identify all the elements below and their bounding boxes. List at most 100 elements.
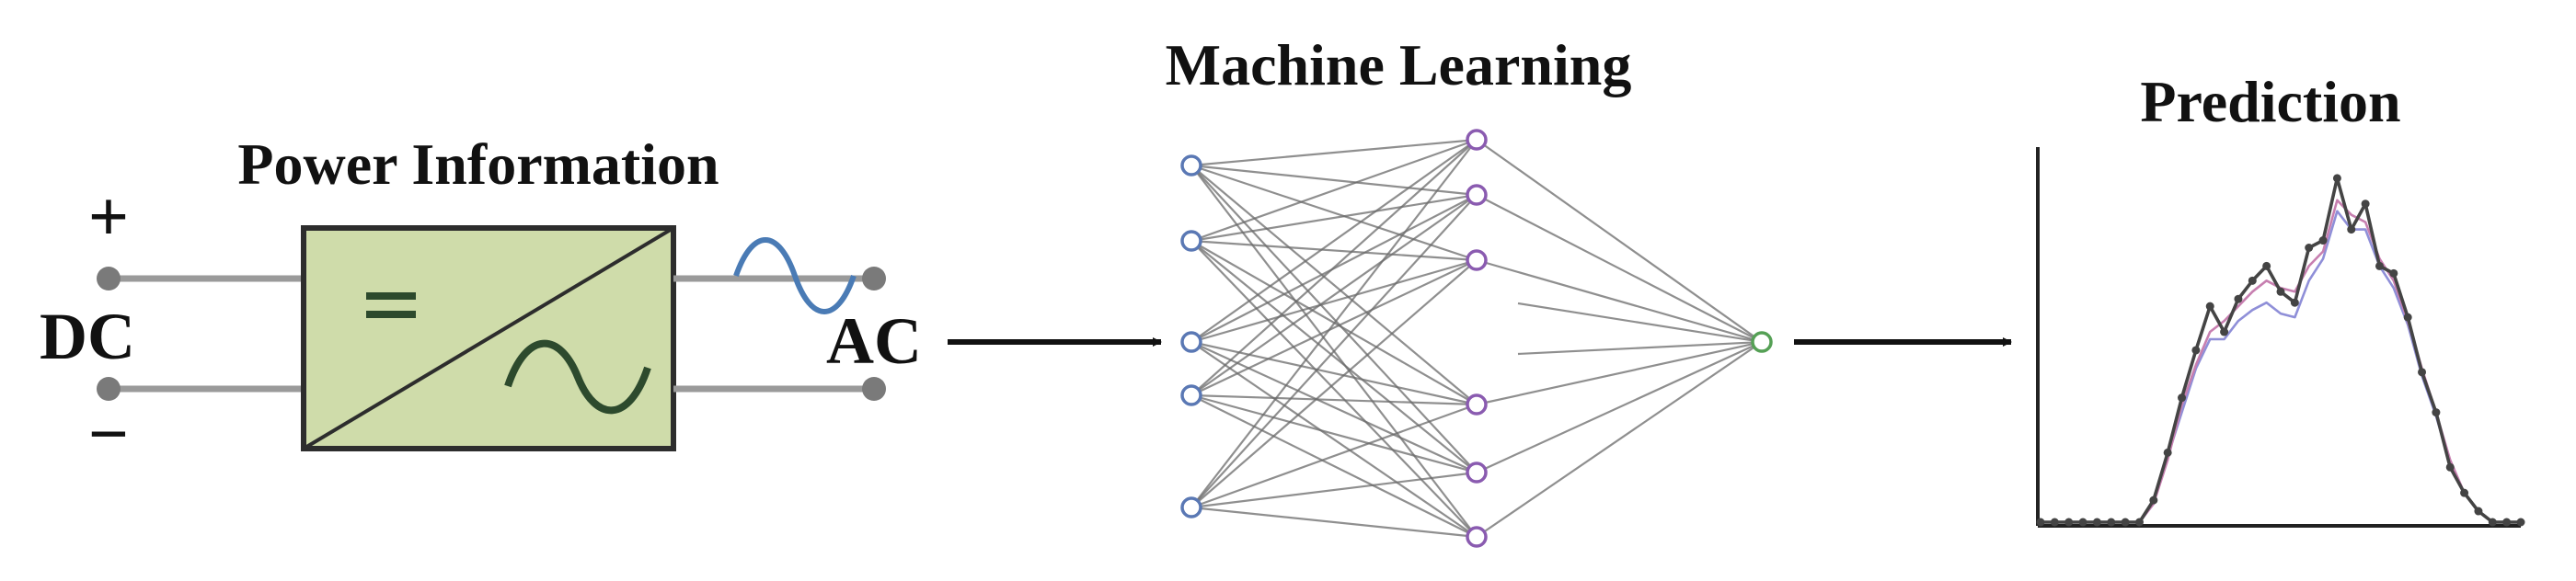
input-hidden-connection bbox=[1190, 139, 1478, 508]
data-point bbox=[2432, 408, 2441, 417]
input-hidden-connection bbox=[1190, 393, 1478, 474]
hidden-node bbox=[1466, 461, 1488, 484]
input-hidden-connection bbox=[1190, 239, 1478, 262]
input-hidden-connection bbox=[1190, 138, 1478, 243]
power-information-title: Power Information bbox=[237, 131, 719, 197]
data-point bbox=[2318, 236, 2328, 245]
dc-label: DC bbox=[40, 300, 135, 373]
data-point bbox=[2262, 261, 2271, 270]
hidden-output-connection bbox=[1476, 341, 1763, 538]
data-point bbox=[2107, 518, 2116, 527]
input-hidden-connection bbox=[1190, 393, 1478, 406]
data-point bbox=[2474, 507, 2483, 516]
input-hidden-connection bbox=[1190, 259, 1478, 396]
data-point bbox=[2347, 225, 2356, 234]
input-hidden-connection bbox=[1190, 403, 1478, 509]
input-hidden-connection bbox=[1190, 506, 1478, 539]
data-point bbox=[2163, 448, 2172, 457]
data-point bbox=[2050, 518, 2059, 527]
input-hidden-connection bbox=[1190, 394, 1478, 538]
ac-terminal-top bbox=[862, 267, 886, 290]
input-hidden-connection bbox=[1190, 194, 1478, 396]
dc-symbol-icon bbox=[366, 292, 416, 318]
data-point bbox=[2403, 313, 2412, 322]
data-point bbox=[2389, 268, 2398, 278]
data-point bbox=[2488, 518, 2497, 527]
input-hidden-connection bbox=[1190, 258, 1478, 344]
inverter-diagonal bbox=[302, 226, 675, 450]
data-point bbox=[2134, 518, 2144, 527]
dc-terminal-bottom bbox=[97, 377, 121, 401]
data-point bbox=[2290, 298, 2299, 307]
network-nodes bbox=[1180, 129, 1773, 548]
input-hidden-connection bbox=[1190, 341, 1478, 538]
input-hidden-connection bbox=[1190, 138, 1478, 167]
input-hidden-connection bbox=[1190, 164, 1478, 197]
prediction-title: Prediction bbox=[2140, 69, 2400, 134]
input-node bbox=[1180, 384, 1202, 406]
data-point bbox=[2078, 518, 2087, 527]
hidden-output-connection bbox=[1517, 340, 1763, 356]
data-point bbox=[2502, 518, 2512, 527]
hidden-node bbox=[1466, 249, 1488, 271]
hidden-output-connection bbox=[1476, 258, 1763, 344]
machine-learning-title: Machine Learning bbox=[1166, 32, 1632, 97]
data-point bbox=[2205, 302, 2214, 311]
output-node bbox=[1751, 331, 1773, 353]
hidden-node bbox=[1466, 393, 1488, 416]
data-point bbox=[2191, 346, 2201, 355]
input-hidden-connection bbox=[1190, 471, 1478, 509]
data-point bbox=[2036, 518, 2045, 527]
data-point bbox=[2092, 518, 2101, 527]
data-point bbox=[2361, 199, 2370, 209]
input-node bbox=[1180, 331, 1202, 353]
chart-series-group bbox=[2036, 174, 2525, 527]
hidden-node bbox=[1466, 184, 1488, 206]
hidden-output-connection bbox=[1517, 302, 1763, 344]
network-connections bbox=[1190, 138, 1763, 539]
input-hidden-connection bbox=[1190, 139, 1478, 396]
input-node bbox=[1180, 496, 1202, 518]
series-line-1 bbox=[2041, 199, 2521, 524]
minus-sign: − bbox=[88, 393, 129, 473]
data-point bbox=[2375, 261, 2384, 270]
ac-sine-icon bbox=[504, 339, 651, 415]
input-hidden-connection bbox=[1190, 194, 1478, 508]
data-point bbox=[2064, 518, 2074, 527]
input-hidden-connection bbox=[1190, 240, 1478, 538]
dc-terminal-top bbox=[97, 267, 121, 290]
input-hidden-connection bbox=[1190, 139, 1478, 343]
ac-label: AC bbox=[826, 304, 922, 378]
input-hidden-connection bbox=[1190, 340, 1478, 474]
input-node bbox=[1180, 154, 1202, 177]
input-hidden-connection bbox=[1190, 259, 1478, 508]
power-information-section: Power Information + − DC AC bbox=[40, 131, 922, 473]
data-point bbox=[2220, 327, 2229, 336]
data-point bbox=[2460, 488, 2469, 497]
data-point bbox=[2276, 287, 2285, 296]
data-point bbox=[2332, 174, 2341, 183]
plus-sign: + bbox=[88, 177, 129, 256]
data-point bbox=[2121, 518, 2130, 527]
prediction-section: Prediction bbox=[2036, 69, 2525, 528]
series-line-2 bbox=[2041, 210, 2521, 524]
data-point bbox=[2516, 518, 2525, 527]
machine-learning-section: Machine Learning bbox=[1166, 32, 1773, 548]
ac-terminal-bottom bbox=[862, 377, 886, 401]
hidden-output-connection bbox=[1476, 139, 1763, 343]
data-point bbox=[2418, 368, 2427, 377]
data-point bbox=[2234, 294, 2243, 303]
data-point bbox=[2248, 276, 2257, 285]
data-point bbox=[2445, 462, 2455, 472]
hidden-output-connection bbox=[1476, 340, 1763, 406]
data-point bbox=[2178, 393, 2187, 403]
input-hidden-connection bbox=[1190, 165, 1478, 405]
data-point bbox=[2149, 496, 2158, 505]
hidden-output-connection bbox=[1476, 194, 1763, 343]
input-hidden-connection bbox=[1190, 164, 1478, 262]
hidden-node bbox=[1466, 129, 1488, 151]
hidden-node bbox=[1466, 526, 1488, 548]
hidden-output-connection bbox=[1476, 340, 1763, 474]
ac-wave-icon bbox=[733, 237, 857, 314]
